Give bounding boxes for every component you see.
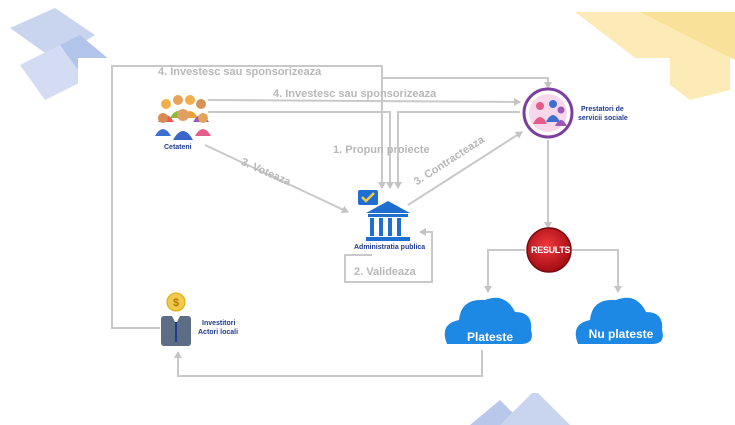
cloud-label-plateste: Plateste xyxy=(466,330,514,344)
arrow-valideaza xyxy=(344,228,433,283)
arrow-invest-to-prestatori xyxy=(382,77,552,89)
cloud-plateste-icon xyxy=(444,297,532,344)
results-label: RESULTS xyxy=(531,245,571,255)
edge-label-valideaza: 2. Valideaza xyxy=(354,266,416,278)
edge-label-invest-mid: 4. Investesc sau sponsorizeaza xyxy=(273,88,437,100)
arrow-investitori-to-admin xyxy=(111,65,386,329)
arrow-voteaza xyxy=(204,144,349,214)
social-services-icon xyxy=(522,87,574,139)
arrow-cetateni-to-prestatori xyxy=(207,97,521,106)
node-label-administratia: Administratia publica xyxy=(354,244,426,251)
arrow-contracteaza xyxy=(407,131,523,206)
arrow-results-to-plateste xyxy=(484,249,525,293)
svg-text:$: $ xyxy=(173,297,179,309)
node-label-cetateni: Cetateni xyxy=(164,144,192,151)
node-label-investitori-2: Actori locali xyxy=(198,329,239,336)
arrow-plateste-to-investitori xyxy=(174,350,483,377)
cloud-nu-plateste-icon xyxy=(575,297,663,344)
investor-icon: $ xyxy=(161,292,191,346)
node-label-prestatori-2: servicii sociale xyxy=(578,115,628,122)
edge-label-invest-top: 4. Investesc sau sponsorizeaza xyxy=(158,66,322,78)
decor-bottom xyxy=(470,390,570,425)
cloud-label-nu-plateste: Nu plateste xyxy=(588,327,654,341)
arrow-results-to-nu-plateste xyxy=(572,249,622,293)
node-label-investitori-1: Investitori xyxy=(202,320,236,327)
arrow-propun-proiecte xyxy=(208,111,394,189)
government-building-icon xyxy=(358,190,410,241)
decor-top-right xyxy=(575,12,735,100)
edge-label-propun: 1. Propun proiecte xyxy=(333,144,430,156)
people-group-icon xyxy=(155,95,211,140)
results-badge xyxy=(526,227,572,273)
node-label-prestatori-1: Prestatori de xyxy=(581,106,624,113)
arrow-prestatori-to-admin xyxy=(394,111,520,189)
